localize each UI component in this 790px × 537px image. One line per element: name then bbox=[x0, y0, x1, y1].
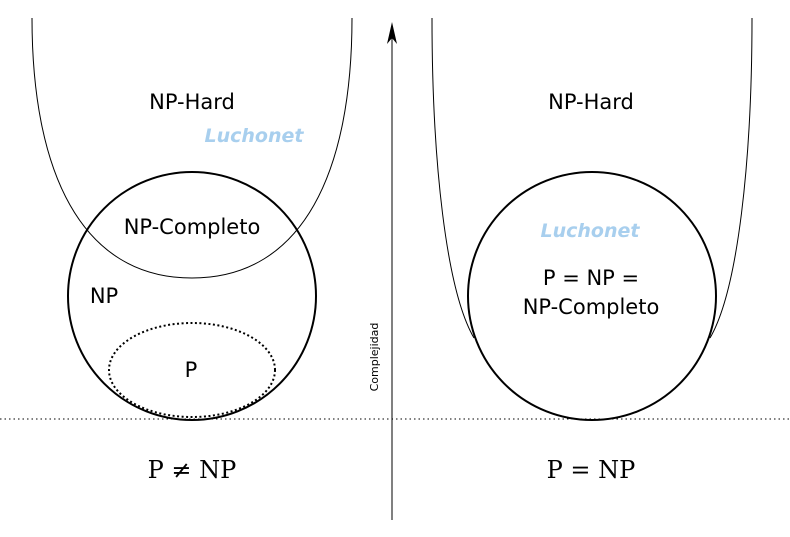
right-watermark: Luchonet bbox=[541, 220, 641, 242]
left-caption: P ≠ NP bbox=[148, 456, 237, 484]
left-np-hard-label: NP-Hard bbox=[149, 90, 235, 114]
np-circle bbox=[67, 171, 317, 421]
right-np-hard-region-right bbox=[709, 17, 753, 339]
np-label: NP bbox=[90, 284, 118, 308]
np-hard-region bbox=[31, 17, 353, 279]
left-panel: NP-Hard Luchonet NP-Completo NP P P ≠ NP bbox=[31, 17, 353, 484]
merged-label-line1: P = NP = bbox=[543, 266, 639, 290]
axis-arrowhead-icon bbox=[387, 22, 397, 44]
left-watermark: Luchonet bbox=[205, 125, 305, 147]
p-ellipse bbox=[108, 322, 276, 418]
merged-circle bbox=[467, 171, 717, 421]
np-complete-label: NP-Completo bbox=[124, 215, 261, 239]
p-label: P bbox=[185, 358, 198, 382]
right-np-hard-region bbox=[431, 17, 475, 339]
right-np-hard-label: NP-Hard bbox=[548, 90, 634, 114]
right-caption: P = NP bbox=[547, 456, 636, 484]
right-panel: NP-Hard Luchonet P = NP = NP-Completo P … bbox=[431, 17, 753, 484]
axis-label: Complejidad bbox=[368, 323, 381, 392]
merged-label-line2: NP-Completo bbox=[523, 295, 660, 319]
